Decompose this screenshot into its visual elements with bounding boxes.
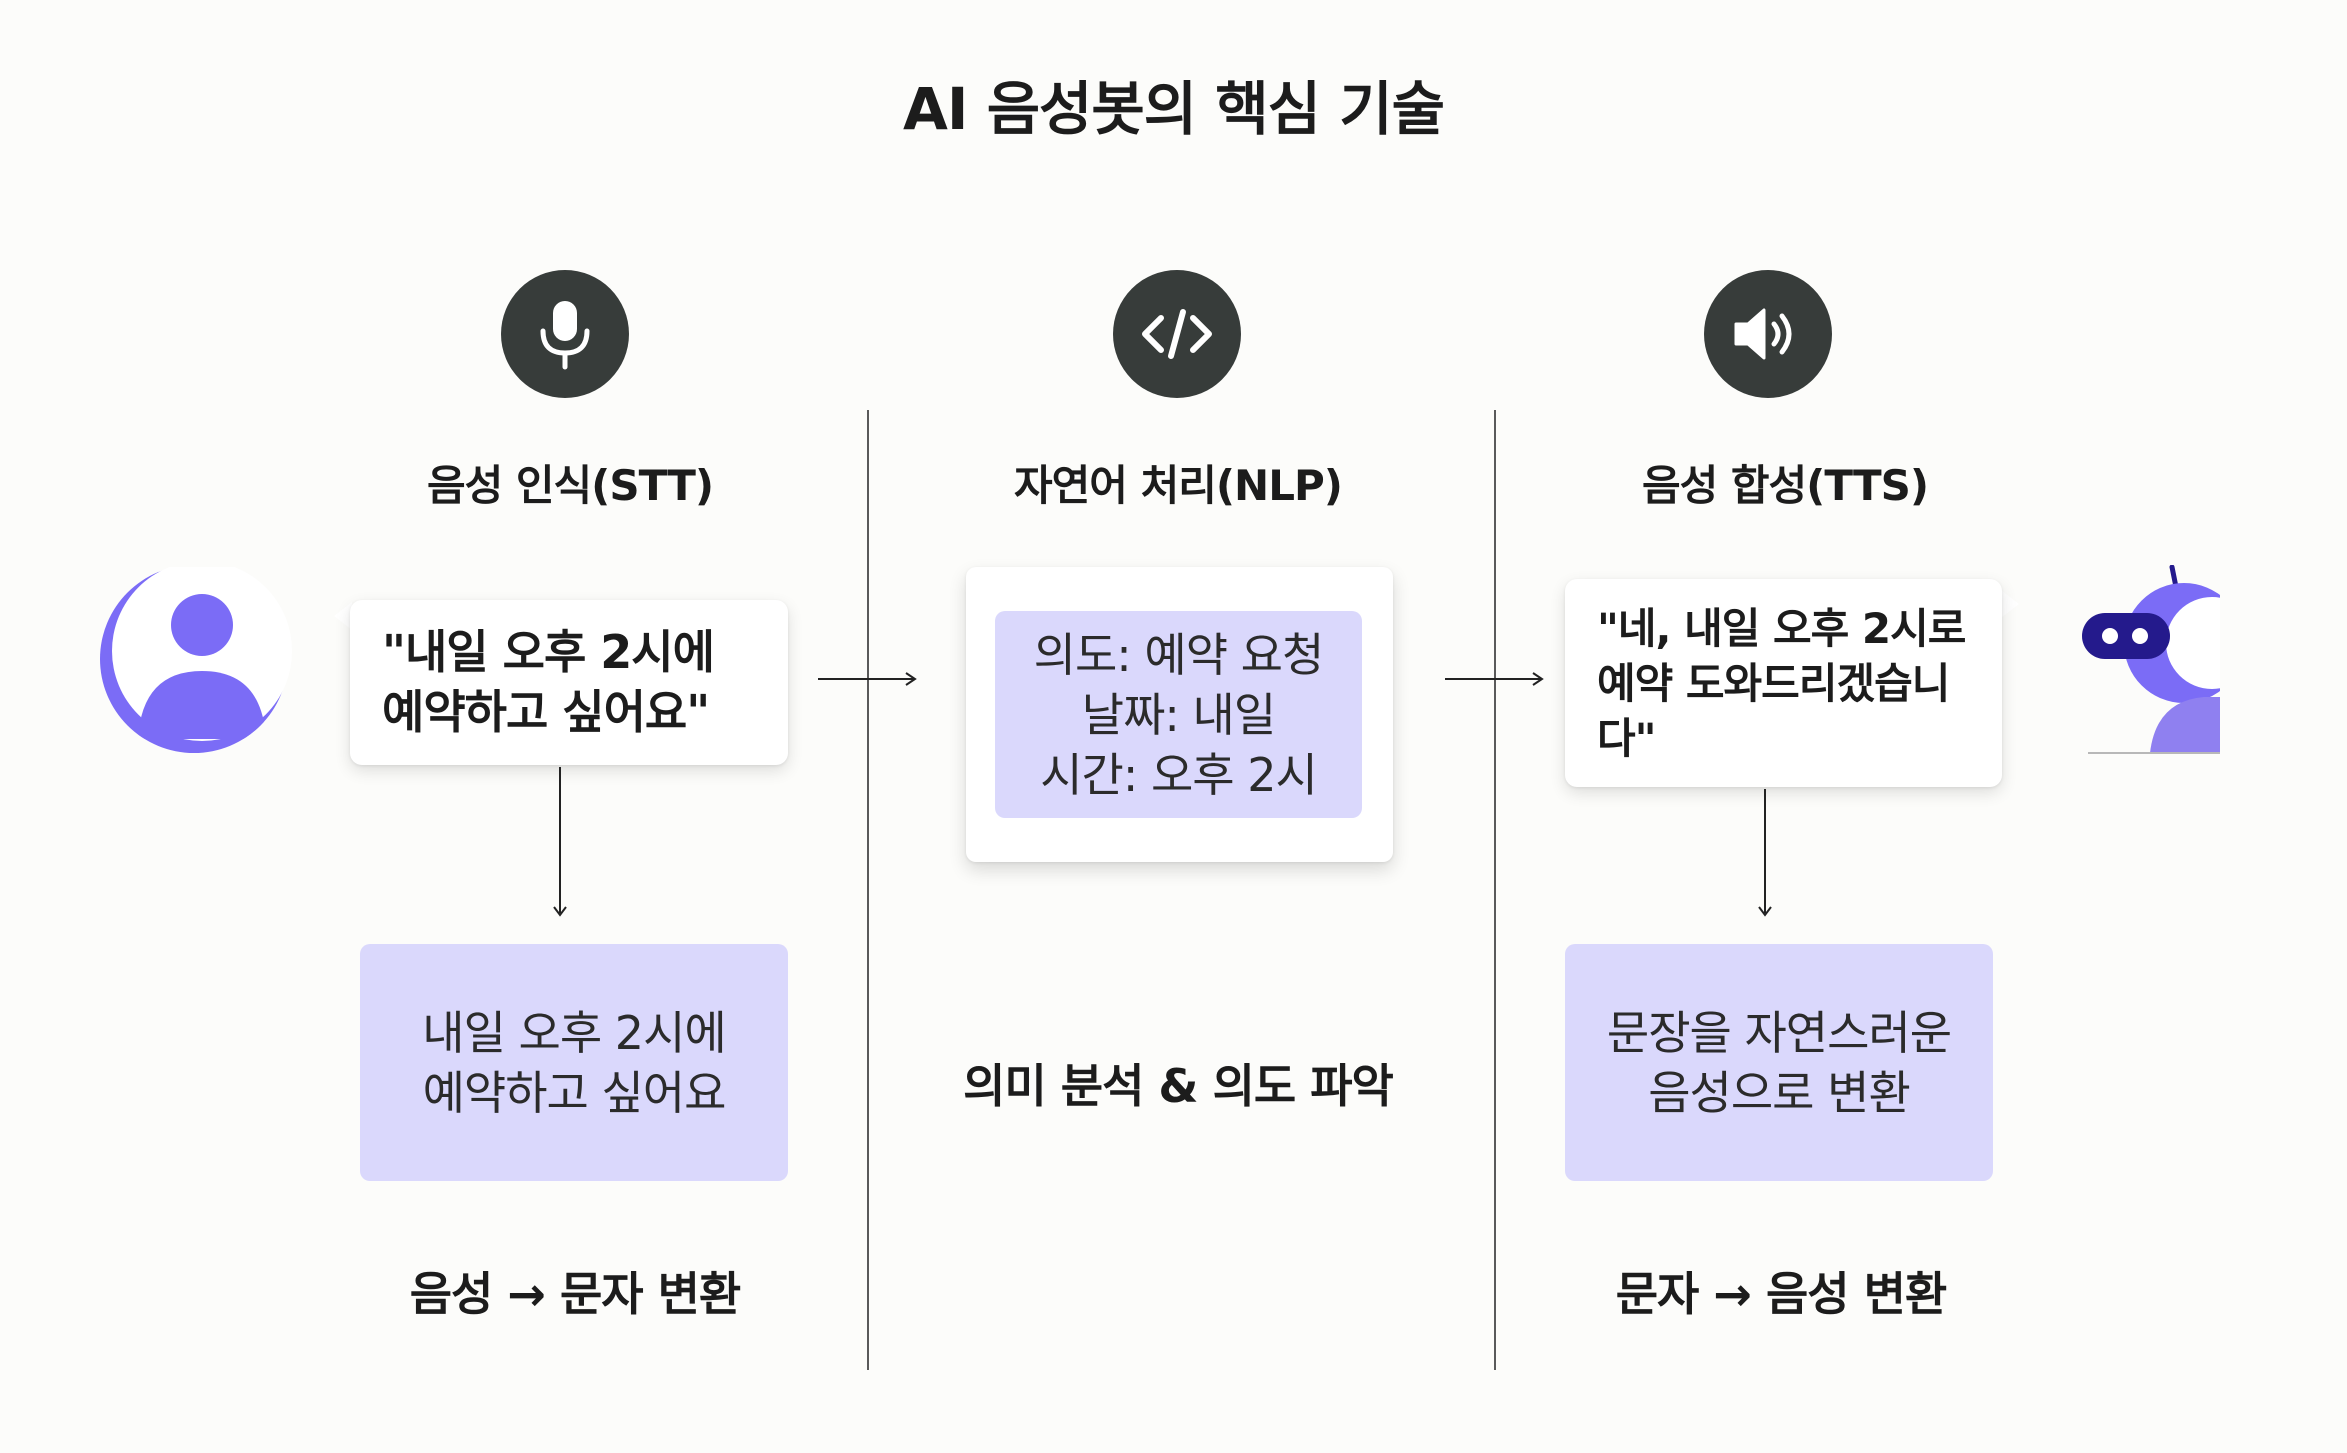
microphone-icon: [501, 270, 629, 398]
stt-caption: 음성 → 문자 변환: [409, 1267, 742, 1321]
tts-caption: 문자 → 음성 변환: [1615, 1267, 1948, 1321]
column-divider-left: [867, 410, 869, 1370]
stt-text-box: 내일 오후 2시에 예약하고 싶어요: [360, 944, 788, 1181]
code-icon: [1113, 270, 1241, 398]
robot-icon: [2080, 565, 2230, 757]
user-avatar-icon: [98, 567, 298, 753]
arrow-stt-to-nlp: [818, 669, 918, 689]
nlp-caption: 의미 분석 & 의도 파악: [963, 1059, 1394, 1113]
tts-title: 음성 합성(TTS): [1641, 461, 1929, 510]
nlp-intent-box: 의도: 예약 요청 날짜: 내일 시간: 오후 2시: [995, 611, 1362, 818]
stt-bubble-tail: [334, 602, 352, 630]
stt-down-arrow: [550, 767, 570, 919]
stt-title: 음성 인식(STT): [426, 461, 714, 510]
arrow-nlp-to-tts: [1445, 669, 1545, 689]
tts-down-arrow: [1755, 789, 1775, 919]
tts-bubble-tail: [2001, 590, 2019, 618]
tts-text-box: 문장을 자연스러운 음성으로 변환: [1565, 944, 1993, 1181]
tts-speech-bubble: "네, 내일 오후 2시로 예약 도와드리겠습니 다": [1565, 579, 2002, 787]
stt-speech-bubble: "내일 오후 2시에 예약하고 싶어요": [350, 600, 788, 765]
column-divider-right: [1494, 410, 1496, 1370]
page-title: AI 음성봇의 핵심 기술: [903, 75, 1445, 143]
nlp-title: 자연어 처리(NLP): [1014, 461, 1343, 510]
speaker-icon: [1704, 270, 1832, 398]
